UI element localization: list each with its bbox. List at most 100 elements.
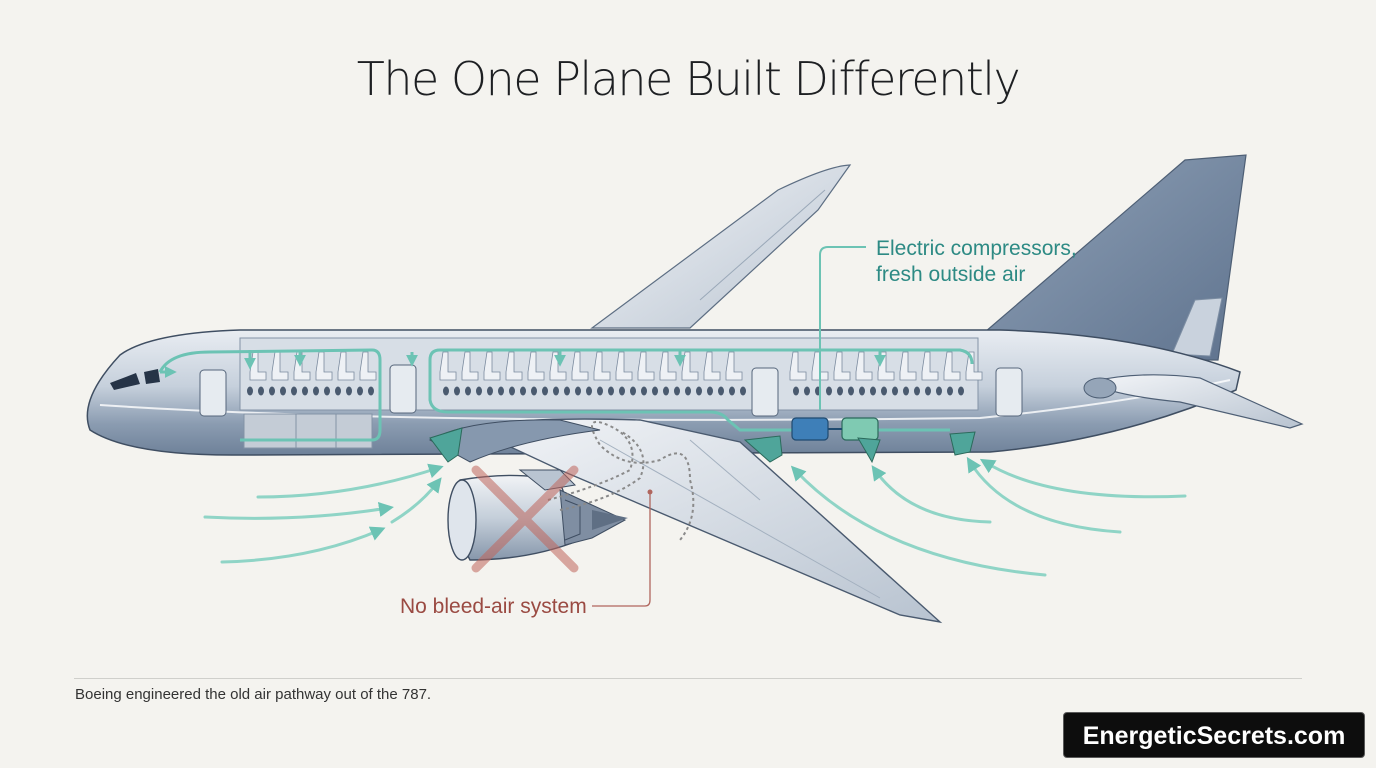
caption: Boeing engineered the old air pathway ou… [75, 686, 432, 703]
cabin-window [914, 386, 920, 396]
no-bleed-air-x [471, 465, 579, 573]
cabin-window [324, 386, 330, 396]
seat [659, 351, 677, 381]
cabin-window [685, 386, 691, 396]
cabin-window [958, 386, 964, 396]
cabin-window [465, 386, 471, 396]
cabin-window [553, 386, 559, 396]
cabin-window [630, 386, 636, 396]
cabin-door [751, 367, 779, 417]
brand-badge: EnergeticSecrets.com [1063, 712, 1365, 758]
cabin-window [498, 386, 504, 396]
seat [943, 351, 961, 381]
cabin-window [509, 386, 515, 396]
seat [725, 351, 743, 381]
cabin-window [443, 386, 449, 396]
cabin-window [280, 386, 286, 396]
cabin-door [199, 369, 227, 417]
cabin-door [995, 367, 1023, 417]
cabin-door [389, 364, 417, 414]
cabin-window [652, 386, 658, 396]
seat [921, 351, 939, 381]
cabin-window [707, 386, 713, 396]
cabin-window [476, 386, 482, 396]
electric-compressors [791, 417, 879, 441]
cabin-window [597, 386, 603, 396]
cabin-window [729, 386, 735, 396]
cabin-window [718, 386, 724, 396]
outside-airflow-arrows [203, 456, 1187, 577]
seat [899, 351, 917, 381]
seat [359, 351, 377, 381]
cabin-window [793, 386, 799, 396]
cabin-window [848, 386, 854, 396]
cabin-window [247, 386, 253, 396]
divider [74, 678, 1302, 679]
cabin-window [608, 386, 614, 396]
cabin-window [302, 386, 308, 396]
cabin-window [892, 386, 898, 396]
compressors-callout-line2: fresh outside air [876, 263, 1026, 286]
air-intake [949, 431, 976, 456]
cabin-window [542, 386, 548, 396]
cabin-window [641, 386, 647, 396]
seat [483, 351, 501, 381]
seat [855, 351, 873, 381]
cabin-window [368, 386, 374, 396]
cabin-window [575, 386, 581, 396]
cabin-window [936, 386, 942, 396]
seat [439, 351, 457, 381]
cockpit-window [110, 373, 140, 390]
cabin-window [258, 386, 264, 396]
seat [337, 351, 355, 381]
cabin-window [487, 386, 493, 396]
cabin-windows [247, 386, 964, 396]
seat [637, 351, 655, 381]
compressors-callout: Electric compressors, fresh outside air [876, 236, 1077, 288]
cabin-window [357, 386, 363, 396]
cabin-window [674, 386, 680, 396]
cabin-window [903, 386, 909, 396]
seat [615, 351, 633, 381]
air-intake [743, 435, 783, 463]
cabin-window [925, 386, 931, 396]
cabin-window [269, 386, 275, 396]
cabin-window [870, 386, 876, 396]
cabin-window [520, 386, 526, 396]
cabin-window [454, 386, 460, 396]
cabin-window [313, 386, 319, 396]
seat [681, 351, 699, 381]
seat [789, 351, 807, 381]
no-bleed-callout: No bleed-air system [400, 595, 587, 618]
seat [593, 351, 611, 381]
cabin-window [291, 386, 297, 396]
no-bleed-callout-leader [592, 492, 651, 607]
legacy-bleed-air-duct [547, 420, 695, 541]
cabin-window [696, 386, 702, 396]
cabin-window [881, 386, 887, 396]
compressors-callout-line1: Electric compressors, [876, 237, 1077, 260]
cabin-window [346, 386, 352, 396]
passenger-seats [249, 351, 983, 381]
seat [461, 351, 479, 381]
cabin-window [837, 386, 843, 396]
cabin-window [804, 386, 810, 396]
air-intake [857, 437, 881, 464]
seat [833, 351, 851, 381]
cabin-window [740, 386, 746, 396]
cabin-window [335, 386, 341, 396]
seat [505, 351, 523, 381]
cabin-window [947, 386, 953, 396]
cabin-window [663, 386, 669, 396]
cabin-window [859, 386, 865, 396]
cabin-airflow [158, 246, 974, 442]
cargo-hold [243, 413, 373, 449]
upper-wing [590, 164, 852, 329]
cabin-window [531, 386, 537, 396]
cabin-window [826, 386, 832, 396]
cabin-window [619, 386, 625, 396]
cabin-window [586, 386, 592, 396]
seat [703, 351, 721, 381]
